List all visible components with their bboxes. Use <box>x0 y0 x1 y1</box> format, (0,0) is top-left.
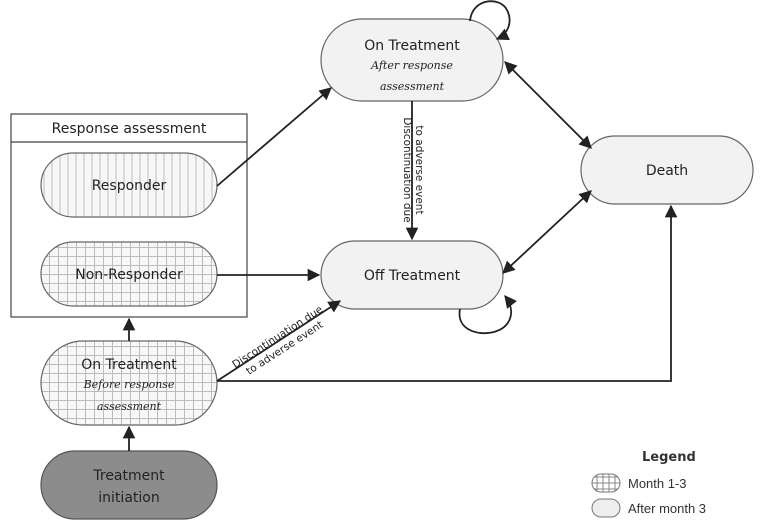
node-treatment-initiation[interactable]: Treatment initiation <box>40 450 218 520</box>
node-non-responder[interactable]: Non-Responder <box>40 241 218 307</box>
legend-title: Legend <box>642 450 696 465</box>
responder-label: Responder <box>92 178 167 194</box>
node-death[interactable]: Death <box>580 135 754 205</box>
on-treatment-after-sub1: After response <box>370 59 453 72</box>
legend-item-after-month-3: After month 3 <box>628 501 706 516</box>
on-treatment-after-sub2: assessment <box>380 80 445 93</box>
on-treatment-before-title: On Treatment <box>81 357 177 373</box>
self-loop-on-treatment <box>469 0 511 41</box>
non-responder-label: Non-Responder <box>75 267 183 283</box>
response-assessment-title: Response assessment <box>52 121 207 137</box>
self-loop-off-treatment <box>458 295 517 334</box>
edge-label-vertical-line1: Discontinuation due <box>401 117 413 222</box>
legend-item-month-1-3: Month 1-3 <box>628 476 687 491</box>
node-responder[interactable]: Responder <box>40 152 218 218</box>
arrow-after-to-death <box>504 61 592 149</box>
off-treatment-label: Off Treatment <box>364 268 461 284</box>
legend-swatch-grid <box>591 473 621 493</box>
arrow-before-to-off <box>216 300 342 382</box>
node-off-treatment[interactable]: Off Treatment <box>320 240 504 310</box>
node-on-treatment-before[interactable]: On Treatment Before response assessment <box>40 340 218 426</box>
treatment-initiation-line1: Treatment <box>92 468 165 484</box>
on-treatment-after-title: On Treatment <box>364 38 460 54</box>
edge-label-vertical-line2: to adverse event <box>413 125 425 214</box>
arrow-off-to-death <box>502 190 592 274</box>
edge-label-vertical: Discontinuation due to adverse event <box>401 117 425 222</box>
arrow-before-to-death <box>217 204 678 382</box>
death-label: Death <box>646 163 688 179</box>
legend-swatch-plain <box>591 498 621 518</box>
legend: Legend Month 1-3 After month 3 <box>591 450 706 518</box>
on-treatment-before-sub2: assessment <box>97 400 162 413</box>
treatment-initiation-line2: initiation <box>98 490 159 506</box>
on-treatment-before-sub1: Before response <box>83 378 175 391</box>
arrow-responder-to-on-treatment <box>216 87 332 187</box>
node-on-treatment-after[interactable]: On Treatment After response assessment <box>320 18 504 102</box>
transitions <box>122 0 678 451</box>
